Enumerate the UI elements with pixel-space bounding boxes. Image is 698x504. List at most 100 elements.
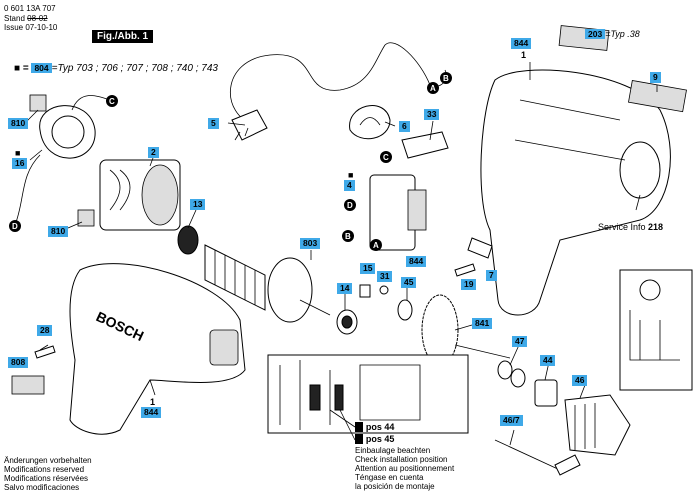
marker-D2 (344, 199, 356, 211)
drill-chuck (564, 394, 631, 456)
callout-844-top: 844 (511, 38, 532, 49)
svg-text:D: D (347, 201, 353, 210)
pos-44-text: pos 44 (365, 422, 395, 432)
callout-808: 808 (8, 357, 29, 368)
marker-A2 (370, 239, 382, 251)
callout-7: 7 (486, 270, 497, 281)
issue-label: Issue (4, 23, 24, 32)
variant-text: =Typ 703 ; 706 ; 707 ; 708 ; 740 ; 743 (51, 63, 218, 74)
callout-46-7: 46/7 (500, 415, 523, 426)
pos-45-label: pos 45 (355, 434, 394, 445)
marker-B2 (342, 230, 354, 242)
modifications-fr: Modifications réservées (4, 474, 89, 483)
service-info: Service Info 218 (598, 222, 663, 232)
issue-row: Issue 07-10-10 (4, 23, 57, 32)
callout-46: 46 (572, 375, 588, 386)
label-9 (628, 80, 687, 113)
part-44 (534, 379, 558, 407)
callout-16: 16 (12, 158, 28, 169)
callout-15: 15 (360, 263, 376, 274)
ring-47a (497, 360, 513, 380)
svg-text:C: C (383, 153, 389, 162)
svg-text:D: D (12, 222, 18, 231)
pos-44-label: pos 44 (355, 422, 394, 433)
callout-14: 14 (337, 283, 353, 294)
stand-row: Stand 08-02 (4, 14, 48, 23)
typ-text: =Typ .38 (605, 29, 640, 39)
callout-841: 841 (472, 318, 493, 329)
chuck-key (554, 454, 581, 476)
svg-text:B: B (443, 74, 449, 83)
screw-28 (34, 345, 56, 359)
housing-right (480, 69, 671, 316)
typ-note: 203=Typ .38 (585, 29, 640, 40)
pos-45-box (355, 434, 364, 444)
connection-markers: A B C D C D B A (9, 72, 452, 251)
part-31 (379, 285, 389, 295)
variant-part: 804 (31, 63, 52, 73)
bearing-45 (397, 299, 413, 321)
cable-guard (349, 105, 391, 140)
callout-47: 47 (512, 336, 528, 347)
callout-4: 4 (344, 180, 355, 191)
pos-45-text: pos 45 (365, 434, 395, 444)
marker-4: ■ (348, 170, 354, 180)
install-line-de: Einbaulage beachten (355, 446, 431, 455)
callout-45: 45 (401, 277, 417, 288)
modifications-en: Modifications reserved (4, 465, 85, 474)
callout-1-bottom: 1 (150, 397, 156, 407)
variant-note: ■ = 804=Typ 703 ; 706 ; 707 ; 708 ; 740 … (14, 63, 218, 74)
clamp-7 (467, 237, 493, 259)
power-cable (230, 42, 431, 126)
callout-2: 2 (148, 147, 159, 158)
callout-810-top: 810 (8, 118, 29, 129)
marker-C2 (380, 151, 392, 163)
service-info-text: Service Info (598, 222, 646, 232)
callout-5: 5 (208, 118, 219, 129)
bearing-13 (177, 225, 199, 255)
callout-9: 9 (650, 72, 661, 83)
callout-1-top: 1 (521, 50, 527, 60)
callout-33: 33 (424, 109, 440, 120)
callout-19: 19 (461, 279, 477, 290)
callout-31: 31 (377, 271, 393, 282)
housing-left (69, 263, 246, 435)
pos-44-box (355, 422, 364, 432)
screw-19 (454, 263, 476, 277)
install-line-es2: la posición de montaje (355, 482, 435, 491)
svg-text:B: B (345, 232, 351, 241)
install-line-es: Téngase en cuenta (355, 473, 424, 482)
install-note: Einbaulage beachten Check installation p… (355, 446, 454, 491)
callout-44: 44 (540, 355, 556, 366)
install-line-fr: Attention au positionnement (355, 464, 455, 473)
callout-844-mid: 844 (406, 256, 427, 267)
stand-label: Stand (4, 14, 25, 23)
marker-A (427, 82, 439, 94)
marker-B (440, 72, 452, 84)
issue-value: 07-10-10 (25, 23, 58, 32)
install-line-en: Check installation position (355, 455, 448, 464)
svg-text:A: A (373, 241, 379, 250)
service-info-number: 218 (648, 222, 664, 232)
callout-13: 13 (190, 199, 206, 210)
mains-plug (231, 109, 268, 141)
part-number: 0 601 13A 707 (4, 4, 56, 13)
stand-value: 08-02 (27, 14, 48, 23)
callout-810-bottom: 810 (48, 226, 69, 237)
callout-28: 28 (37, 325, 53, 336)
part-15 (359, 284, 371, 298)
marker-D (9, 220, 21, 232)
figure-label: Fig./Abb. 1 (92, 30, 154, 43)
callout-803: 803 (300, 238, 321, 249)
marker-16: ■ (15, 148, 21, 158)
label-808 (11, 375, 45, 395)
marker-C (106, 95, 118, 107)
callout-6: 6 (399, 121, 410, 132)
modifications-de: Änderungen vorbehalten (4, 456, 92, 465)
svg-text:C: C (109, 97, 115, 106)
modifications-es: Salvo modificaciones (4, 483, 80, 492)
typ-part: 203 (585, 29, 606, 39)
switch-plate-33 (401, 131, 449, 159)
